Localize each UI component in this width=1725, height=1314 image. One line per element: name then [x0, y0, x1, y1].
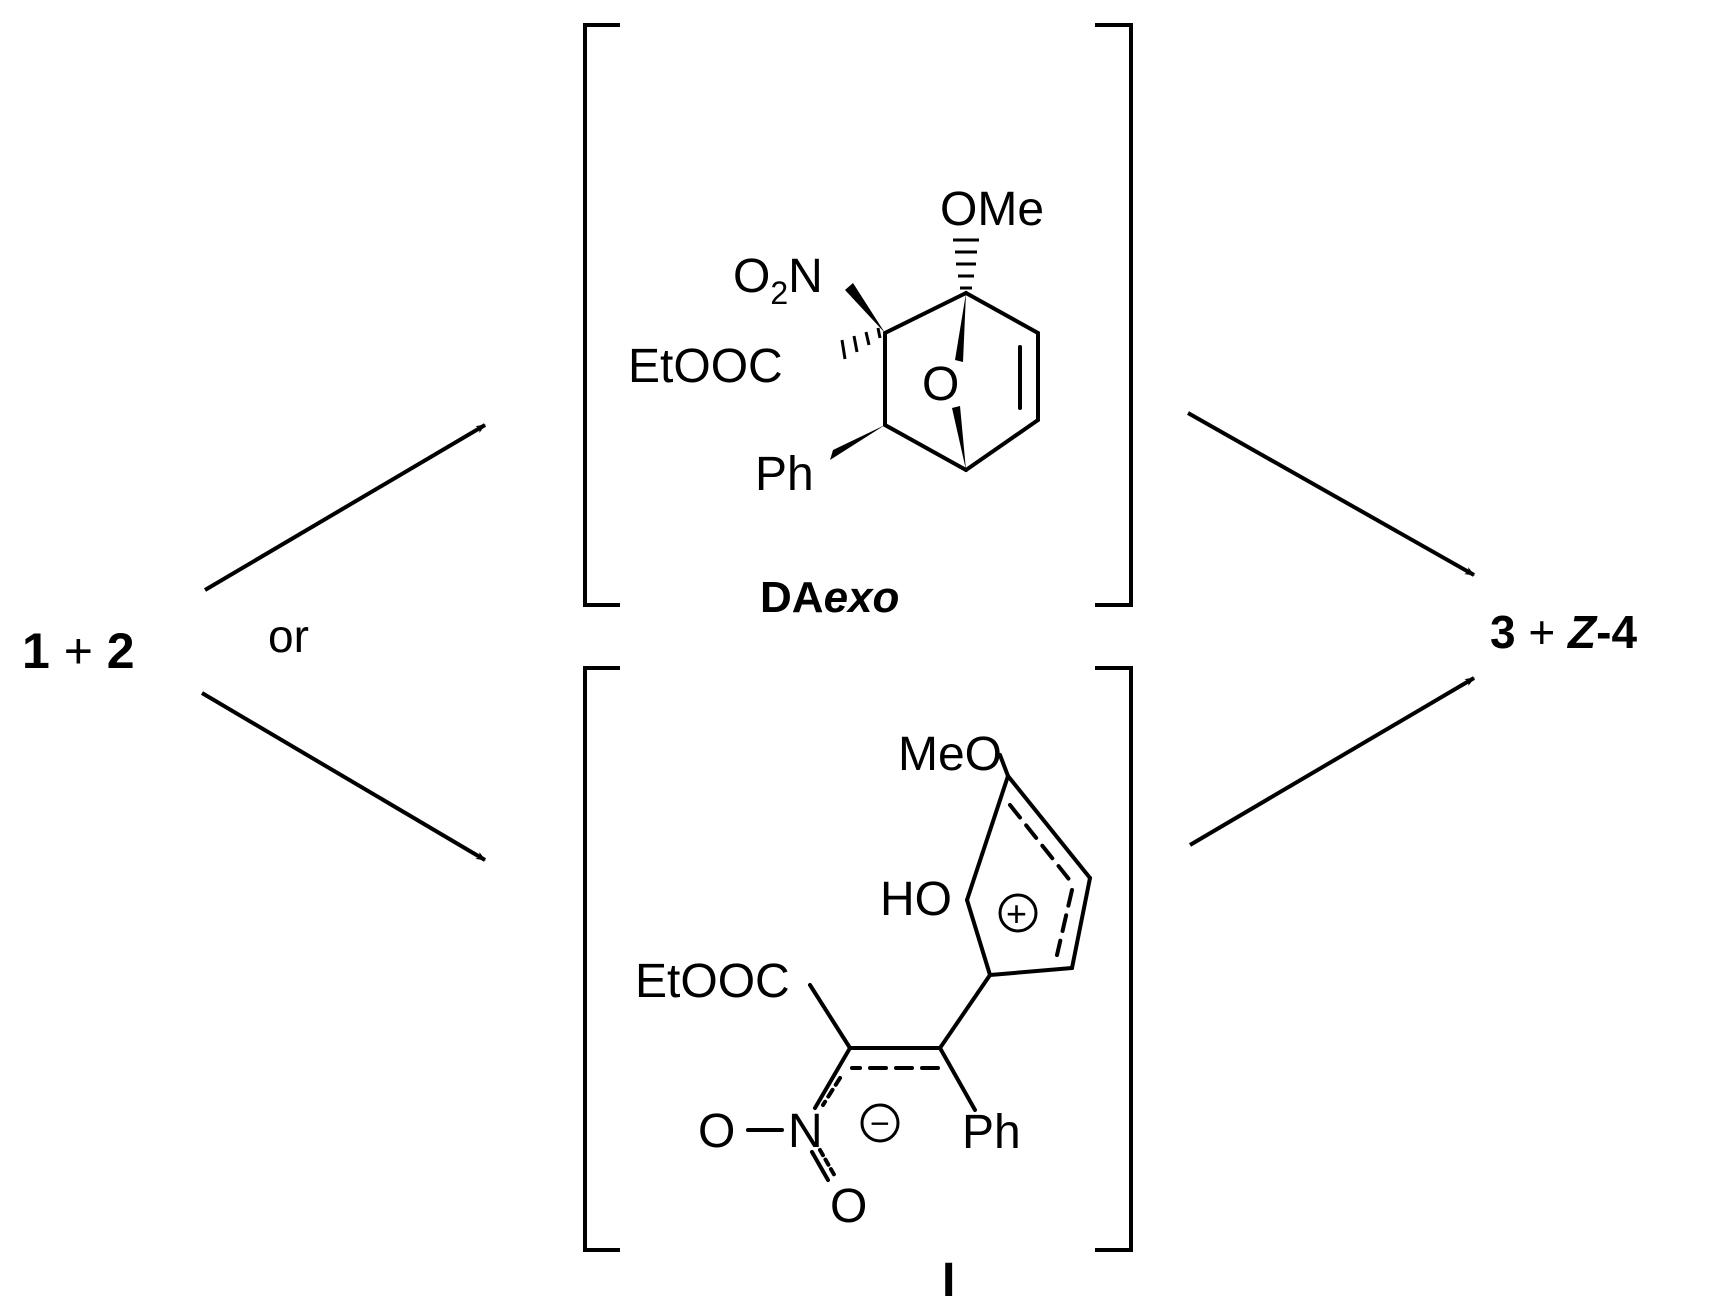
arrow-to-daexo: [203, 423, 487, 592]
daexo-label: DAexo: [760, 573, 899, 622]
intermediate-i-structure: MeO HO + EtOOC O N − O Ph I: [635, 728, 1092, 1307]
intermediate-etooc: EtOOC: [635, 955, 790, 1008]
daexo-ome: OMe: [940, 183, 1044, 236]
intermediate-ho: HO: [880, 873, 952, 926]
intermediate-ph: Ph: [962, 1106, 1021, 1159]
daexo-o2n: O2N: [733, 250, 823, 311]
intermediate-o-bottom: O: [830, 1180, 867, 1233]
or-label: or: [268, 610, 309, 662]
daexo-etooc: EtOOC: [628, 340, 783, 393]
bracket-daexo: [583, 23, 1133, 607]
intermediate-o-left: O: [698, 1105, 735, 1158]
arrow-from-daexo: [1187, 411, 1475, 577]
intermediate-n: N: [788, 1105, 823, 1158]
intermediate-minus-sign: −: [870, 1105, 890, 1143]
intermediate-meo: MeO: [898, 728, 1002, 781]
bracket-intermediate-i: [583, 666, 1133, 1252]
arrow-from-intermediate-i: [1188, 676, 1476, 847]
reaction-arrows: [200, 411, 1476, 862]
reactants-label: 1 + 2: [22, 623, 135, 679]
products-label: 3 + Z-4: [1490, 606, 1637, 658]
arrow-to-intermediate-i: [200, 691, 487, 862]
minus-charge-circle: [860, 1103, 900, 1143]
daexo-ph: Ph: [755, 448, 814, 501]
plus-charge-circle: [998, 893, 1038, 933]
daexo-structure: OMe O2N EtOOC O Ph DAexo: [628, 183, 1044, 622]
daexo-bridge-o: O: [922, 358, 959, 411]
intermediate-i-label: I: [942, 1254, 955, 1307]
intermediate-plus-sign: +: [1006, 893, 1027, 934]
